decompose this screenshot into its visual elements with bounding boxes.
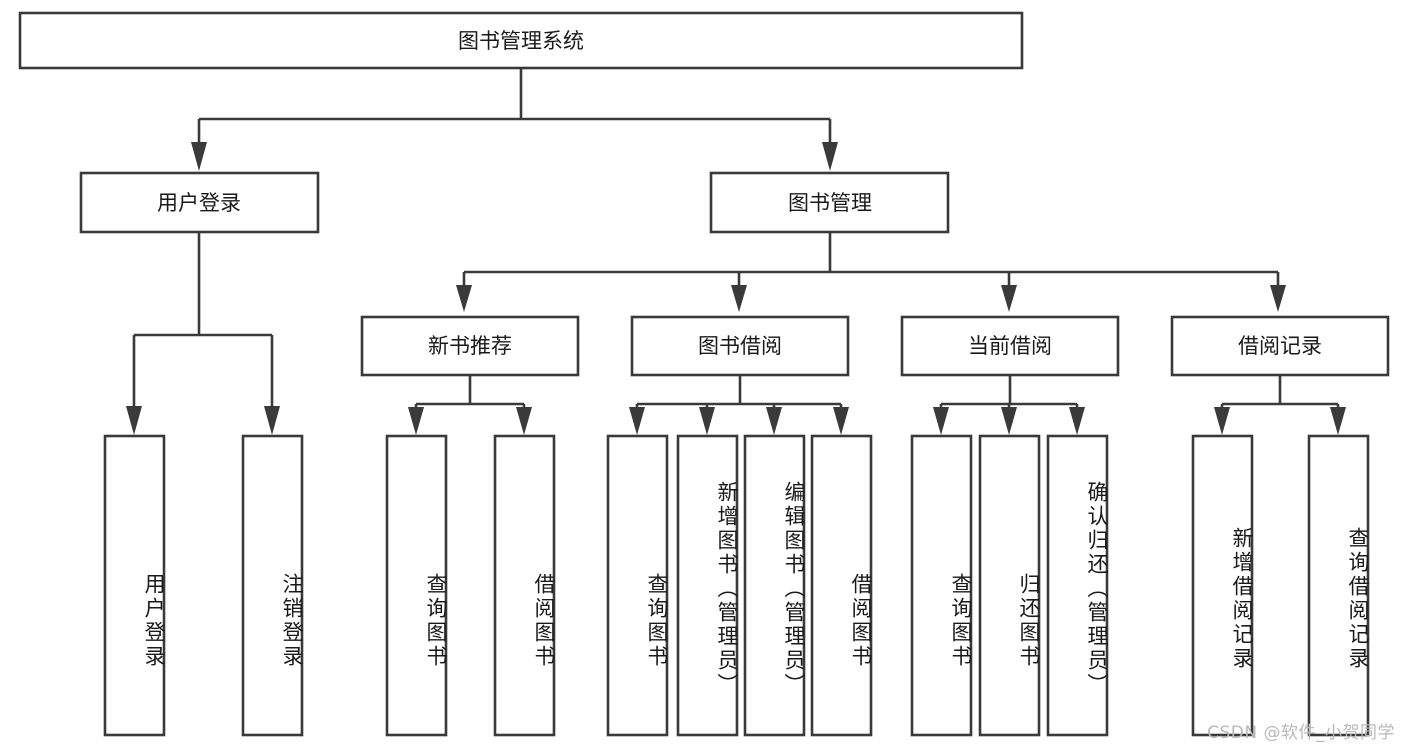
arrowhead-leaf-add-book <box>699 407 715 435</box>
connector-layer <box>126 68 1346 435</box>
arrowhead-user-login <box>191 142 207 171</box>
node-current-borrow-label: 当前借阅 <box>968 334 1052 358</box>
arrowhead-book-management <box>822 142 838 171</box>
arrowhead-leaf-return-book <box>1001 407 1017 435</box>
node-leaf-add-record-box[interactable] <box>1191 434 1254 737</box>
node-root-label: 图书管理系统 <box>458 29 584 53</box>
arrowhead-leaf-edit-book <box>766 407 782 435</box>
arrowhead-leaf-query-book-3 <box>933 407 949 435</box>
node-leaf-add-book-box[interactable] <box>676 434 739 737</box>
node-leaf-query-book-2-box[interactable] <box>606 434 669 737</box>
csdn-watermark: CSDN @软件_小贺同学 <box>1207 723 1395 743</box>
arrowhead-borrow-record <box>1270 285 1286 312</box>
node-book-borrow-label: 图书借阅 <box>698 334 782 358</box>
node-leaf-edit-book-box[interactable] <box>743 434 806 737</box>
node-borrow-record-box[interactable] <box>1170 315 1390 377</box>
arrowhead-leaf-add-record <box>1214 407 1230 435</box>
arrowhead-new-book-recommend <box>456 285 472 312</box>
node-book-management-label: 图书管理 <box>788 191 872 215</box>
node-book-borrow-box[interactable] <box>630 315 850 377</box>
node-root-box[interactable] <box>18 11 1024 70</box>
arrowhead-leaf-borrow-book-2 <box>833 407 849 435</box>
node-user-login-label: 用户登录 <box>157 191 241 215</box>
arrowhead-leaf-query-record <box>1330 407 1346 435</box>
node-leaf-borrow-book-1-box[interactable] <box>493 434 556 737</box>
arrowhead-current-borrow <box>1001 285 1017 312</box>
node-current-borrow-box[interactable] <box>900 315 1120 377</box>
node-leaf-return-book-box[interactable] <box>978 434 1041 737</box>
node-leaf-query-book-3-box[interactable] <box>910 434 973 737</box>
arrowhead-leaf-borrow-book-1 <box>516 407 532 435</box>
arrowhead-book-borrow <box>731 285 747 312</box>
node-new-book-recommend-label: 新书推荐 <box>428 334 512 358</box>
node-leaf-borrow-book-2-box[interactable] <box>810 434 873 737</box>
node-borrow-record-label: 借阅记录 <box>1238 334 1322 358</box>
node-leaf-user-logout-box[interactable] <box>241 434 304 737</box>
node-leaf-confirm-return-box[interactable] <box>1046 434 1109 737</box>
node-new-book-recommend-box[interactable] <box>360 315 580 377</box>
arrowhead-leaf-confirm-return <box>1069 407 1085 435</box>
node-leaf-query-record-box[interactable] <box>1307 434 1370 737</box>
arrowhead-leaf-query-book-1 <box>408 407 424 435</box>
arrowhead-leaf-query-book-2 <box>629 407 645 435</box>
node-leaf-query-book-1-box[interactable] <box>385 434 448 737</box>
arrowhead-leaf-user-logout <box>264 406 280 435</box>
arrowhead-leaf-user-login <box>126 406 142 435</box>
node-leaf-user-login-box[interactable] <box>103 434 166 737</box>
node-layer: 图书管理系统 用户登录 图书管理 新书推荐 图书借阅 当前借阅 借阅记录 <box>18 11 1390 737</box>
node-user-login-box[interactable] <box>79 171 320 234</box>
node-book-management-box[interactable] <box>709 171 950 234</box>
